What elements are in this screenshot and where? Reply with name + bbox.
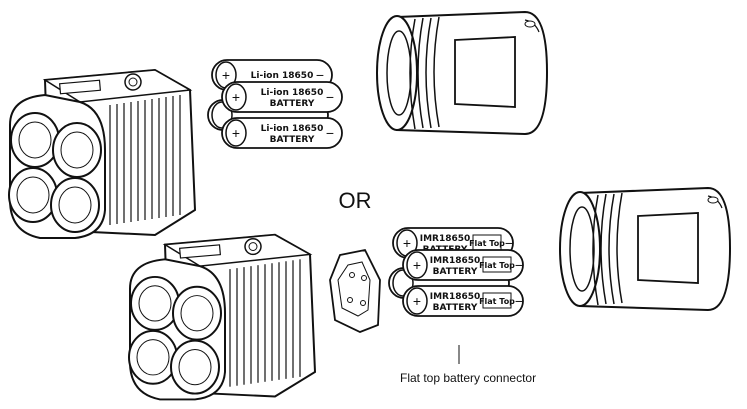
battery-cell-top-3: + Li-ion 18650 BATTERY − bbox=[221, 117, 343, 149]
or-separator: OR bbox=[339, 188, 372, 213]
flat-top-tag-box bbox=[482, 292, 512, 309]
battery-tube-bottom bbox=[559, 187, 731, 311]
battery-cell-label: Li-ion 18650 bbox=[261, 88, 324, 98]
battery-cell-top-2: + Li-ion 18650 BATTERY − bbox=[221, 81, 343, 113]
plus-symbol: + bbox=[403, 235, 411, 251]
battery-pack-bottom: + IMR18650 BATTERY Flat Top − + IMR18650… bbox=[388, 227, 524, 317]
battery-cell-bottom-2: + IMR18650 BATTERY Flat Top − bbox=[402, 249, 524, 281]
battery-cell-label: Li-ion 18650 bbox=[261, 124, 324, 134]
plus-symbol: + bbox=[232, 125, 240, 141]
battery-cell-label: IMR18650 bbox=[430, 292, 481, 302]
flat-top-tag: Flat Top bbox=[469, 239, 505, 248]
plus-symbol: + bbox=[413, 257, 421, 273]
flat-top-tag: Flat Top bbox=[479, 261, 515, 270]
minus-symbol: − bbox=[515, 293, 523, 309]
minus-symbol: − bbox=[505, 235, 513, 251]
plus-symbol: + bbox=[413, 293, 421, 309]
battery-cell-label: IMR18650 bbox=[420, 234, 471, 244]
callout-label: Flat top battery connector bbox=[400, 371, 536, 385]
flashlight-head-bottom bbox=[128, 233, 316, 401]
flat-top-tag-box bbox=[482, 256, 512, 273]
minus-symbol: − bbox=[326, 125, 334, 141]
battery-pack-top: + Li-ion 18650 − + Li-ion 18650 BATTERY … bbox=[207, 59, 343, 149]
battery-cell-label: IMR18650 bbox=[430, 256, 481, 266]
battery-cell-sublabel: BATTERY bbox=[270, 135, 315, 145]
minus-symbol: − bbox=[326, 89, 334, 105]
plus-symbol: + bbox=[232, 89, 240, 105]
battery-cell-label: Li-ion 18650 bbox=[251, 71, 314, 81]
flat-top-battery-connector bbox=[329, 248, 381, 333]
minus-symbol: − bbox=[316, 67, 324, 83]
plus-symbol: + bbox=[222, 67, 230, 83]
battery-cell-sublabel: BATTERY bbox=[433, 267, 478, 277]
battery-cell-bottom-3: + IMR18650 BATTERY Flat Top − bbox=[402, 285, 524, 317]
flat-top-tag: Flat Top bbox=[479, 297, 515, 306]
battery-tube-top bbox=[376, 11, 548, 135]
battery-cell-top-1: + Li-ion 18650 − bbox=[211, 59, 333, 91]
battery-cell-sublabel: BATTERY bbox=[270, 99, 315, 109]
battery-cell-sublabel: BATTERY bbox=[433, 303, 478, 313]
minus-symbol: − bbox=[515, 257, 523, 273]
flashlight-head-top bbox=[8, 69, 196, 239]
